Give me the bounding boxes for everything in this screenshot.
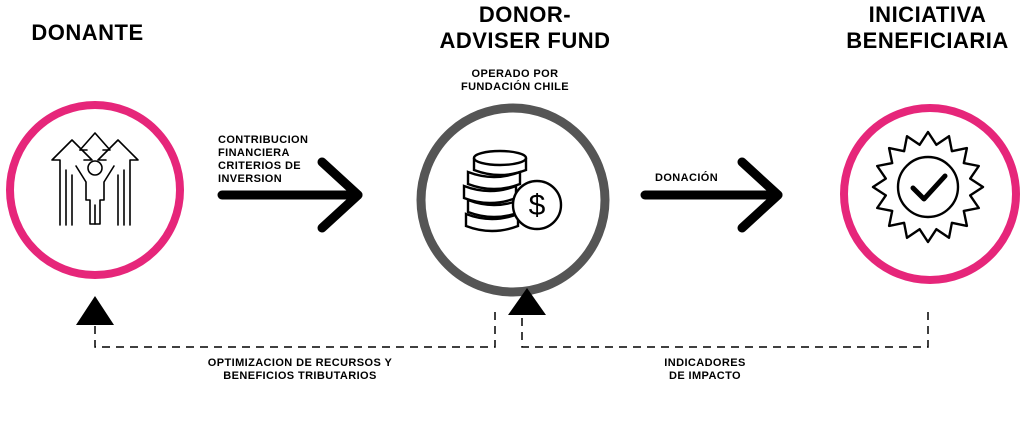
donor-ring xyxy=(6,101,184,279)
fund-title-line1: DONOR- xyxy=(478,2,572,27)
donor-title: DONANTE xyxy=(31,20,144,45)
optimization-label: OPTIMIZACION DE RECURSOS Y BENEFICIOS TR… xyxy=(170,357,430,383)
optimization-feedback-line xyxy=(94,312,496,348)
person-growth-arrows-icon xyxy=(51,132,139,226)
fund-ring xyxy=(416,103,610,297)
donor-feedback-triangle xyxy=(76,296,114,325)
fund-title-line2: ADVISER FUND xyxy=(439,28,611,53)
optimization-line2: BENEFICIOS TRIBUTARIOS xyxy=(223,370,377,382)
contribution-label: CONTRIBUCION FINANCIERA CRITERIOS DE INV… xyxy=(218,134,338,186)
check-badge-icon xyxy=(871,130,985,244)
contribution-arrow xyxy=(217,157,363,233)
beneficiary-title-line1: INICIATIVA xyxy=(868,2,987,27)
impact-line2: DE IMPACTO xyxy=(668,370,742,382)
beneficiary-title: INICIATIVA BENEFICIARIA xyxy=(835,2,1020,54)
fund-title: DONOR- ADVISER FUND xyxy=(430,2,620,54)
svg-text:$: $ xyxy=(529,189,546,222)
fund-operator-line2: FUNDACIÓN CHILE xyxy=(460,81,570,93)
fund-operator: OPERADO POR FUNDACIÓN CHILE xyxy=(440,68,590,94)
impact-label: INDICADORES DE IMPACTO xyxy=(640,357,770,383)
fund-operator-line1: OPERADO POR xyxy=(471,68,559,80)
fund-feedback-triangle xyxy=(508,288,546,315)
contribution-line1: CONTRIBUCION xyxy=(218,134,309,146)
donation-label: DONACIÓN xyxy=(655,172,719,184)
contribution-line3: CRITERIOS DE xyxy=(218,160,302,172)
beneficiary-ring xyxy=(840,104,1020,284)
optimization-line1: OPTIMIZACION DE RECURSOS Y xyxy=(207,357,393,369)
contribution-line2: FINANCIERA xyxy=(218,147,290,159)
impact-feedback-line xyxy=(521,312,929,348)
impact-line1: INDICADORES xyxy=(664,357,746,369)
beneficiary-title-line2: BENEFICIARIA xyxy=(846,28,1009,53)
contribution-line4: INVERSION xyxy=(218,173,283,185)
donation-arrow xyxy=(640,157,783,233)
coins-dollar-icon: $ xyxy=(462,149,563,233)
